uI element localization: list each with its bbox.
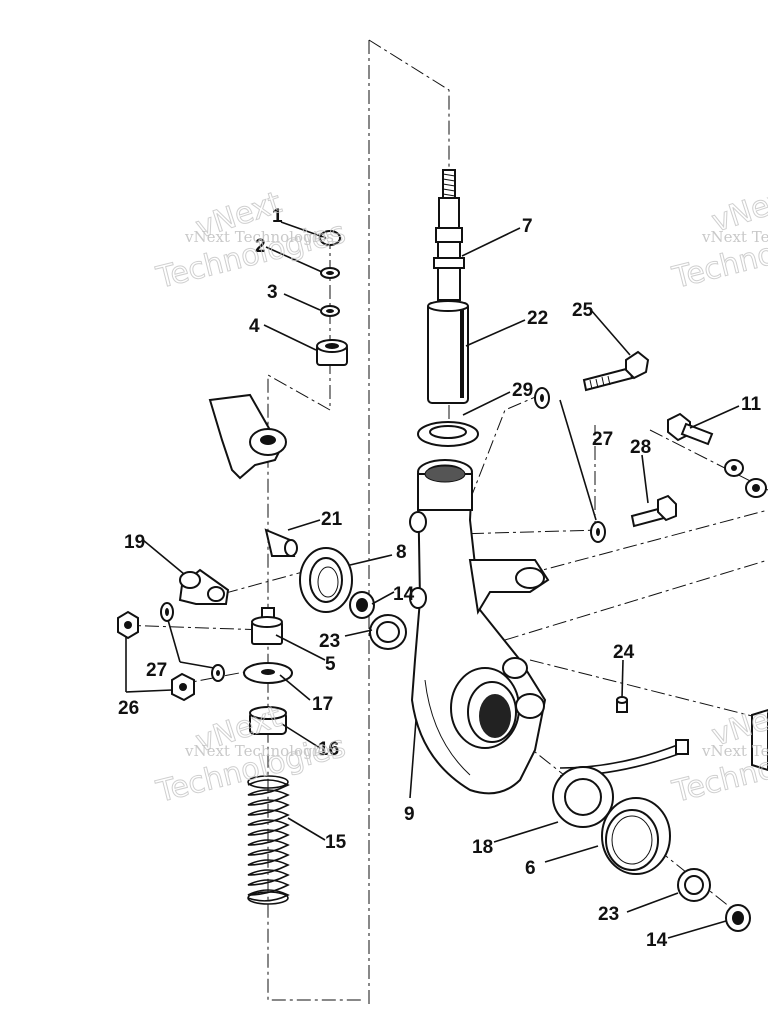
part-23-ring-left — [369, 614, 407, 650]
part-27-washer-upper — [160, 602, 174, 622]
part-27-washer-right — [534, 387, 606, 543]
part-5-fitting — [251, 607, 283, 645]
part-25-bolt — [582, 350, 650, 392]
callout-15: 15 — [325, 832, 347, 853]
callout-27-right: 27 — [592, 429, 613, 450]
callout-6: 6 — [525, 858, 536, 879]
watermark-top-right: vNext vNext Technologies Technologies — [668, 179, 768, 297]
part-6-bearing-race — [601, 797, 671, 875]
svg-text:vNext Technologies: vNext Technologies — [184, 742, 334, 760]
part-4-bushing — [316, 339, 348, 366]
callout-28: 28 — [630, 437, 651, 458]
part-17-washer — [243, 662, 293, 684]
callout-23-left: 23 — [319, 631, 340, 652]
part-9-knuckle — [409, 459, 550, 795]
callout-1: 1 — [272, 206, 283, 227]
callout-24: 24 — [613, 642, 635, 663]
callout-19: 19 — [124, 532, 145, 553]
callout-7: 7 — [522, 216, 533, 237]
callout-21: 21 — [321, 509, 343, 530]
part-7-spindle-shaft — [433, 169, 465, 301]
part-19-clamp — [178, 568, 230, 605]
callout-16: 16 — [318, 739, 339, 760]
callout-14-lower: 14 — [646, 930, 668, 951]
part-16-bushing — [249, 706, 287, 735]
part-27-washer-lower — [211, 664, 225, 682]
callout-23-right: 23 — [598, 904, 619, 925]
callout-5: 5 — [325, 654, 336, 675]
part-14-bearing-upper — [349, 591, 375, 619]
part-14-bearing-lower — [725, 904, 751, 932]
part-3-washer — [320, 305, 340, 317]
svg-text:vNext Technologies: vNext Technologies — [701, 228, 768, 246]
right-edge-part — [751, 708, 768, 772]
part-1-nut — [319, 230, 341, 246]
callout-29: 29 — [512, 380, 533, 401]
part-11-bolt — [667, 412, 767, 498]
callout-26: 26 — [118, 698, 139, 719]
callout-18: 18 — [472, 837, 493, 858]
part-23-ring-right — [677, 868, 711, 902]
part-15-spring — [247, 775, 290, 905]
leader-lines — [125, 221, 740, 939]
watermark-top-left: vNext vNext Technologies Technologies — [152, 185, 349, 297]
callout-11: 11 — [741, 394, 762, 415]
part-24-fitting — [616, 696, 628, 713]
part-26-nut-lower — [171, 672, 195, 702]
callout-9: 9 — [404, 804, 415, 825]
part-26-nut-upper — [117, 610, 139, 640]
part-28-bolt — [630, 494, 677, 528]
part-21-plug — [264, 528, 298, 557]
callout-8: 8 — [396, 542, 407, 563]
part-8-seal — [299, 547, 353, 613]
callout-25: 25 — [572, 300, 594, 321]
callout-3: 3 — [267, 282, 278, 303]
callout-2: 2 — [255, 236, 266, 257]
part-2-washer — [320, 267, 340, 279]
upper-bracket — [208, 393, 287, 480]
callout-22: 22 — [527, 308, 548, 329]
callout-4: 4 — [249, 316, 260, 337]
callout-27-left: 27 — [146, 660, 167, 681]
part-22-tube — [427, 300, 469, 404]
svg-text:vNext Technologies: vNext Technologies — [184, 228, 334, 246]
part-29-washer — [417, 421, 479, 447]
part-18-seal-ring — [552, 766, 614, 828]
callout-labels: 1 2 3 4 7 22 25 29 27 11 28 21 19 8 14 2… — [118, 206, 762, 951]
callout-17: 17 — [312, 694, 333, 715]
callout-14-upper: 14 — [393, 584, 415, 605]
svg-text:vNext Technologies: vNext Technologies — [701, 742, 768, 760]
